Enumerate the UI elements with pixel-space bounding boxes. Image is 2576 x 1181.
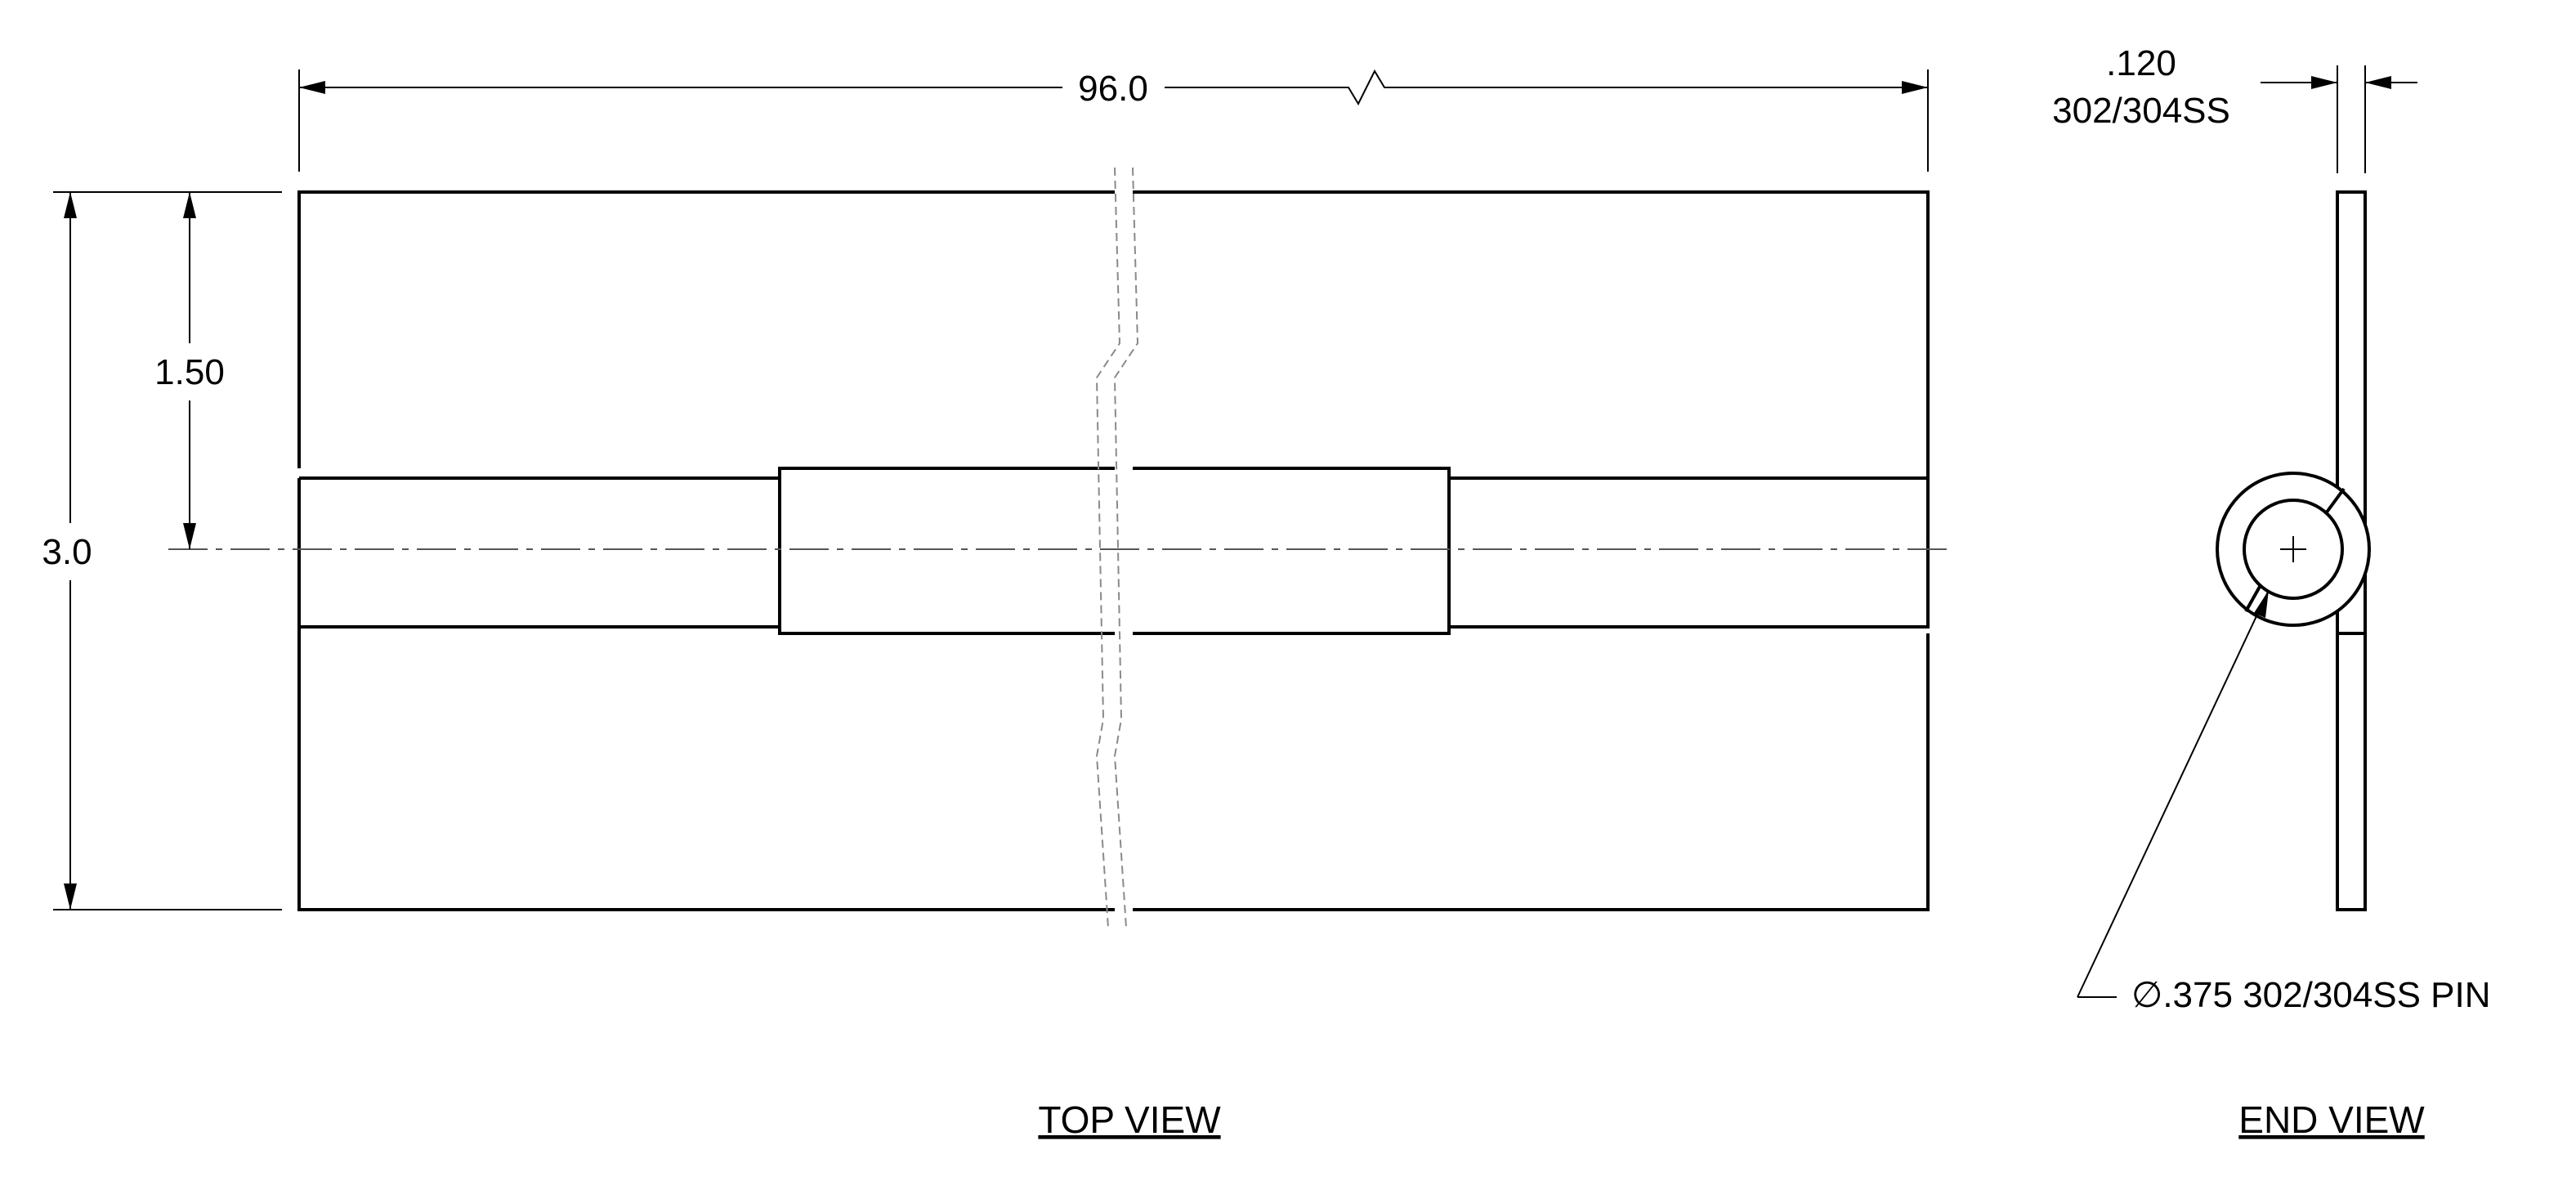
length-dimension: 96.0 — [299, 69, 1928, 109]
top-leaf-outline — [297, 190, 1930, 480]
break-line-left — [1095, 167, 1121, 928]
half-width-dimension: 1.50 — [154, 192, 225, 549]
break-line-right — [1113, 167, 1139, 928]
knuckle-outer-circle — [2216, 472, 2371, 627]
bottom-leaf-outline — [297, 627, 1930, 911]
knuckle-seam-top — [2324, 487, 2346, 515]
width-dim-label: 3.0 — [42, 532, 92, 572]
half-width-dim-label: 1.50 — [154, 352, 225, 392]
top-view: 96.0 3.0 1.50 TOP VIEW — [42, 69, 1949, 1141]
top-knuckle-band — [297, 478, 1930, 635]
pin-note-label: ∅.375 302/304SS PIN — [2131, 975, 2491, 1015]
pin-leader: ∅.375 302/304SS PIN — [2077, 589, 2491, 1015]
top-view-title: TOP VIEW — [1038, 1098, 1221, 1141]
thickness-dimension: .120 302/304SS — [2052, 43, 2417, 173]
thickness-dim-label: .120 — [2106, 43, 2176, 83]
width-dimension: 3.0 — [42, 192, 92, 910]
knuckle-seam-bottom — [2244, 584, 2262, 612]
pin-circle — [2243, 499, 2344, 600]
end-view: .120 302/304SS ∅.375 302/304SS PIN END V… — [2052, 43, 2490, 1141]
end-view-title: END VIEW — [2238, 1098, 2425, 1141]
thickness-material-label: 302/304SS — [2052, 91, 2230, 131]
length-dim-label: 96.0 — [1078, 69, 1148, 109]
